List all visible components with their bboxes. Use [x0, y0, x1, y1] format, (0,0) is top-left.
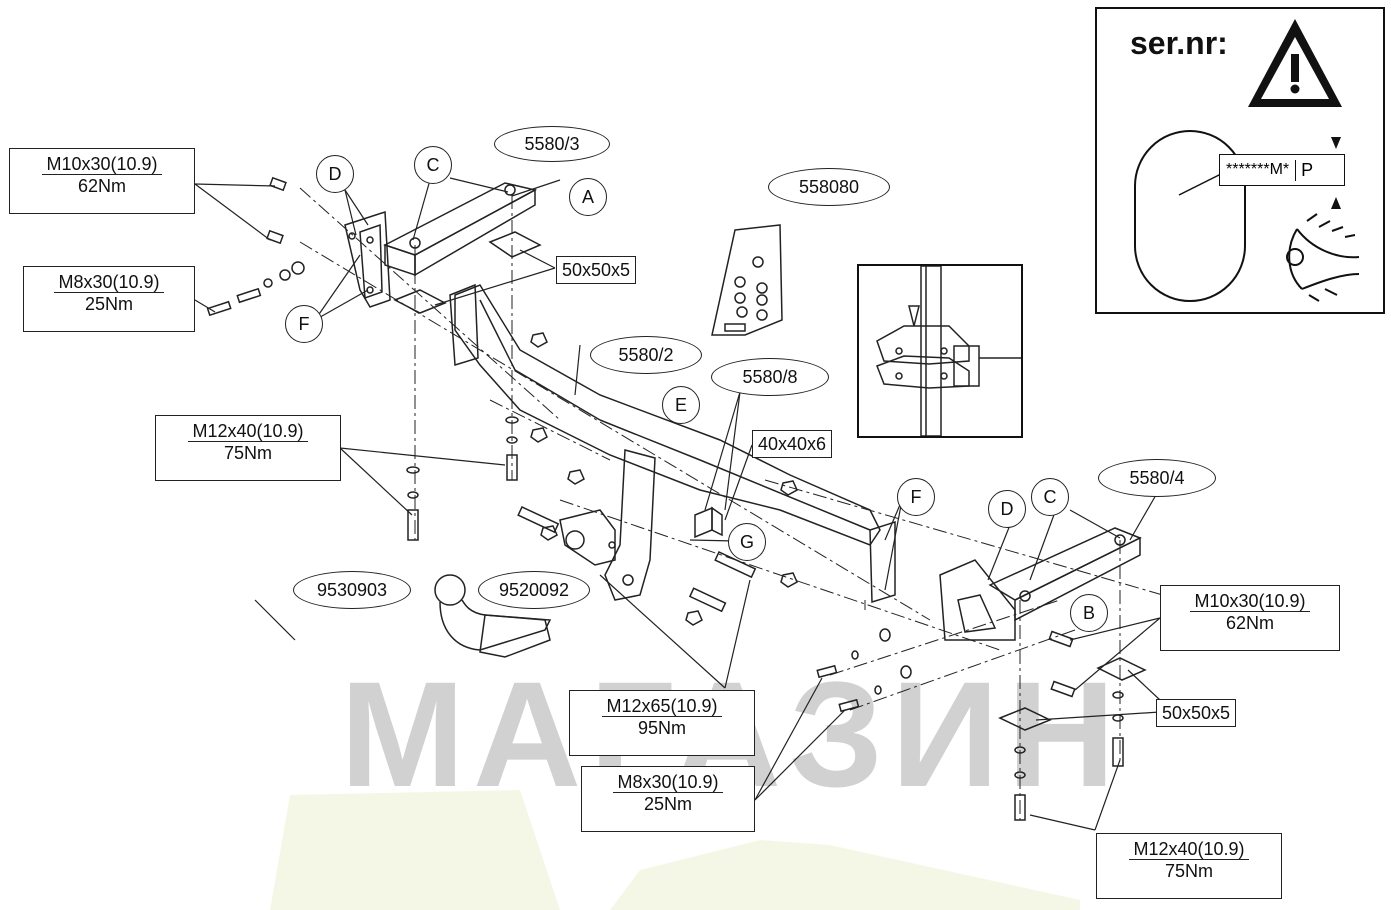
spec-size: M10x30(10.9)	[42, 154, 162, 175]
label-558080: 558080	[768, 168, 890, 206]
arrow-down-icon	[1331, 137, 1341, 149]
arrow-up-icon	[1331, 197, 1341, 209]
detail-inset-drawing	[876, 265, 1021, 437]
tow-ball	[434, 574, 552, 658]
callout-e: E	[662, 386, 700, 424]
callout-d-left: D	[316, 155, 354, 193]
serial-plate: *******M* P	[1219, 154, 1345, 186]
callout-c-left: C	[414, 146, 452, 184]
spec-size: M12x40(10.9)	[188, 421, 308, 442]
right-bracket-5580-4	[939, 527, 1142, 641]
callout-a: A	[569, 178, 607, 216]
hitch-mount-bracket	[559, 449, 656, 601]
spec-torque: 25Nm	[84, 294, 133, 314]
label-5580-4: 5580/4	[1098, 459, 1216, 497]
spec-torque: 62Nm	[77, 176, 126, 196]
callout-c-right: C	[1031, 478, 1069, 516]
label-9520092: 9520092	[478, 571, 590, 609]
spec-torque: 25Nm	[643, 794, 692, 814]
spec-size: M12x40(10.9)	[1129, 839, 1249, 860]
callout-f-left: F	[285, 305, 323, 343]
green-shape-right	[610, 840, 1080, 910]
eye-icon	[1286, 213, 1360, 302]
spec-m12x65: M12x65(10.9) 95Nm	[569, 690, 755, 756]
serial-plate-suffix: P	[1295, 159, 1313, 181]
left-bracket-5580-3	[344, 182, 538, 308]
callout-g: G	[728, 523, 766, 561]
callout-d-right: D	[988, 490, 1026, 528]
label-5580-8: 5580/8	[711, 358, 829, 396]
plate-50x50x5-top: 50x50x5	[556, 256, 637, 284]
spec-m12-right: M12x40(10.9) 75Nm	[1096, 833, 1282, 899]
spec-torque: 95Nm	[637, 718, 686, 738]
spec-torque: 75Nm	[223, 443, 272, 463]
spec-torque: 62Nm	[1225, 613, 1274, 633]
spec-size: M10x30(10.9)	[1190, 591, 1310, 612]
centerlines	[299, 187, 1181, 820]
detail-inset	[857, 264, 1023, 438]
serial-number-box: *******M* P	[1095, 7, 1385, 314]
label-5580-2: 5580/2	[590, 336, 702, 374]
spec-m8-center: M8x30(10.9) 25Nm	[581, 766, 755, 832]
serial-plate-code: *******M*	[1226, 161, 1290, 178]
spec-m12-left: M12x40(10.9) 75Nm	[155, 415, 341, 481]
spec-size: M8x30(10.9)	[54, 272, 164, 293]
hardware-bag-558080	[711, 224, 783, 336]
label-5580-3: 5580/3	[494, 126, 610, 162]
spec-size: M8x30(10.9)	[613, 772, 723, 793]
serial-label: ser.nr:	[1130, 25, 1228, 61]
tow-ball-outline	[1134, 130, 1246, 302]
spec-m10-right: M10x30(10.9) 62Nm	[1160, 585, 1340, 651]
spec-m8-left: M8x30(10.9) 25Nm	[23, 266, 195, 332]
callout-f-right: F	[897, 478, 935, 516]
green-shape-left	[270, 790, 560, 910]
callout-b: B	[1070, 594, 1108, 632]
plate-40x40x6: 40x40x6	[752, 430, 833, 458]
label-9530903: 9530903	[293, 571, 411, 609]
mid-plate	[694, 506, 723, 539]
leader-lines	[194, 177, 1161, 831]
spec-torque: 75Nm	[1164, 861, 1213, 881]
fasteners	[206, 176, 1147, 821]
plate-50x50x5-bottom: 50x50x5	[1156, 699, 1237, 727]
spec-m10-left: M10x30(10.9) 62Nm	[9, 148, 195, 214]
spec-size: M12x65(10.9)	[602, 696, 722, 717]
cross-bar-5580-2	[449, 283, 896, 604]
